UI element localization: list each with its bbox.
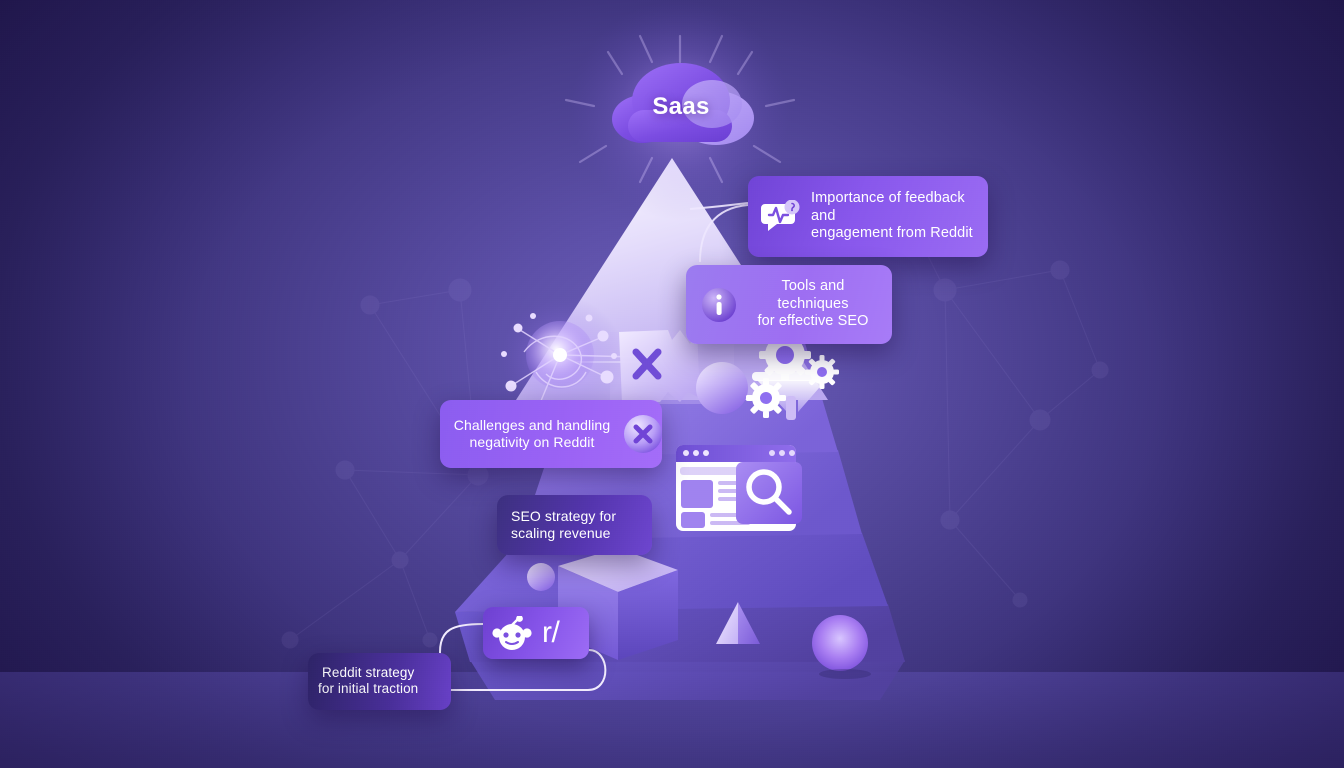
label-feedback-engagement[interactable]: Importance of feedback and engagement fr… xyxy=(748,176,988,258)
reddit-badge-label: r/ xyxy=(542,616,560,649)
browser-search-icon xyxy=(676,445,802,531)
reddit-badge[interactable]: r/ xyxy=(483,607,589,659)
label-text: Tools and techniques for effective SEO xyxy=(757,278,869,330)
info-circle-icon xyxy=(700,286,738,324)
label-reddit-strategy[interactable]: Reddit strategy for initial traction xyxy=(308,653,451,710)
label-challenges-negativity[interactable]: Challenges and handling negativity on Re… xyxy=(440,400,662,468)
close-circle-icon xyxy=(622,413,662,455)
sphere-large xyxy=(812,615,868,671)
label-text: Importance of feedback and engagement fr… xyxy=(811,190,973,242)
reddit-snoo-icon xyxy=(491,616,535,650)
label-text: Challenges and handling negativity on Re… xyxy=(453,416,611,450)
label-text: SEO strategy for scaling revenue xyxy=(511,508,617,542)
label-tools-seo[interactable]: Tools and techniques for effective SEO xyxy=(686,265,892,345)
chat-pulse-icon xyxy=(761,199,801,234)
sphere-small xyxy=(527,563,555,591)
cloud-label: Saas xyxy=(652,93,710,120)
label-seo-strategy[interactable]: SEO strategy for scaling revenue xyxy=(497,495,652,556)
label-text: Reddit strategy for initial traction xyxy=(318,665,419,697)
sphere-mid xyxy=(696,362,748,414)
